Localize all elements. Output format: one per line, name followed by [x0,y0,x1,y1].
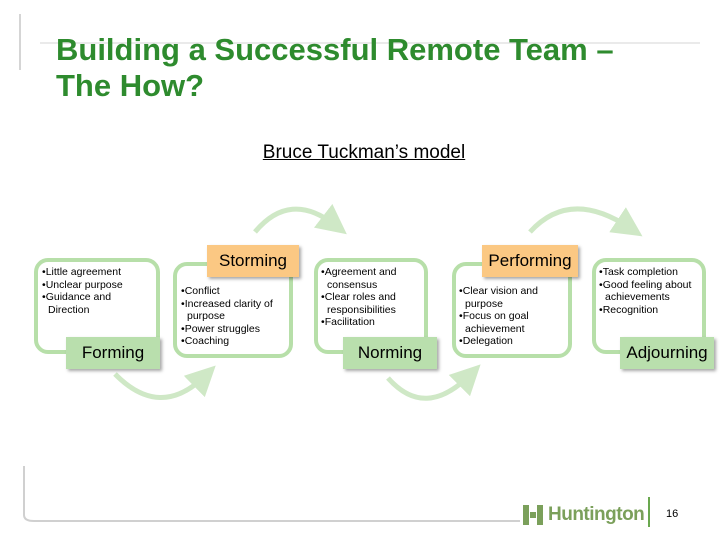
adjourning-bullet: •Good feeling about achievements [599,278,692,304]
footer-divider [648,497,650,527]
norming-bullet: •Facilitation [321,316,375,328]
forming-bullet: •Unclear purpose [42,278,123,291]
performing-bullet: •Focus on goal achievement [459,310,529,335]
adjourning-bullet: •Task completion [599,266,678,278]
adjourning-bullet: •Recognition [599,303,659,316]
storming-bullet: •Power struggles [181,322,260,335]
huntington-logo-icon [523,505,543,525]
norming-bullet: •Agreement and consensus [321,266,397,291]
arrow-storming-to-norming [253,203,347,235]
storming-label: Storming [207,245,299,277]
storming-bullet: •Coaching [181,335,230,347]
performing-bullet: •Clear vision and purpose [459,285,538,310]
arrow-forming-to-storming [113,365,216,400]
forming-bullets: •Little agreement •Unclear purpose •Guid… [40,266,152,316]
forming-bullet: •Guidance and Direction [42,291,112,316]
norming-label: Norming [343,337,437,369]
adjourning-bullets: •Task completion •Good feeling about ach… [597,266,701,316]
slide-title: Building a Successful Remote Team – The … [56,32,614,103]
norming-bullets: •Agreement and consensus •Clear roles an… [319,266,423,329]
performing-bullets: •Clear vision and purpose •Focus on goal… [457,285,567,348]
forming-label: Forming [66,337,160,369]
stage-performing [452,262,572,358]
norming-bullet: •Clear roles and responsibilities [321,291,396,316]
adjourning-label: Adjourning [620,337,714,369]
page-number: 16 [666,508,679,520]
storming-bullets: •Conflict •Increased clarity of purpose … [179,285,287,348]
storming-bullet: •Increased clarity of purpose [181,297,273,323]
logo-wordmark: Huntington [548,504,645,525]
performing-label: Performing [482,245,578,277]
storming-bullet: •Conflict [181,285,220,297]
arrow-performing-to-adjourning [528,206,643,237]
performing-bullet: •Delegation [459,335,513,347]
forming-bullet: •Little agreement [42,266,121,278]
huntington-logo: Huntington [522,500,645,530]
model-subtitle: Bruce Tuckman’s model [262,142,466,163]
arrow-norming-to-performing [386,364,481,401]
